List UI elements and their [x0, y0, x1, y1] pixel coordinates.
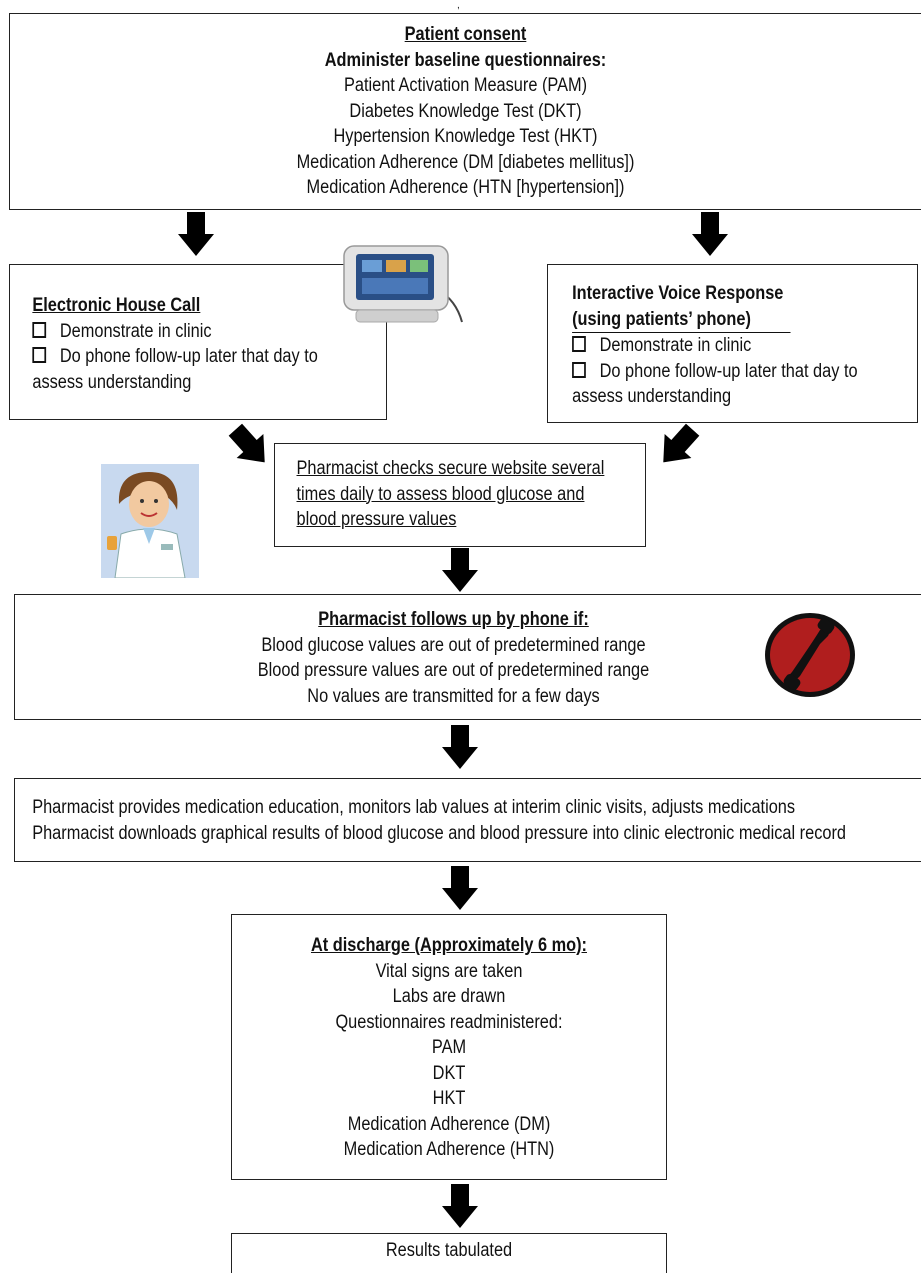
electronic-house-call-box: Electronic House Call Demonstrate in cli…	[9, 264, 387, 420]
website-check-box: Pharmacist checks secure website several…	[274, 443, 646, 547]
down-arrow-icon	[442, 866, 478, 910]
website-line: Pharmacist checks secure website several	[296, 458, 605, 479]
website-line: times daily to assess blood glucose and	[296, 483, 585, 505]
discharge-item: Labs are drawn	[392, 986, 506, 1007]
ehc-item: Demonstrate in clinic	[32, 319, 333, 345]
consent-title: Patient consent	[404, 24, 527, 45]
discharge-item: Medication Adherence (DM)	[347, 1113, 551, 1135]
checkbox-icon	[32, 321, 47, 338]
discharge-item: PAM	[431, 1037, 467, 1058]
red-telephone-icon	[765, 613, 855, 697]
questionnaire-item: Medication Adherence (HTN [hypertension]…	[306, 177, 625, 198]
pharmacist-illustration	[101, 464, 199, 578]
followup-title: Pharmacist follows up by phone if:	[318, 609, 589, 630]
questionnaire-item: Hypertension Knowledge Test (HKT)	[333, 126, 598, 147]
questionnaire-item: Medication Adherence (DM [diabetes melli…	[296, 151, 635, 173]
down-arrow-icon	[663, 423, 700, 463]
results-box: Results tabulated	[231, 1233, 667, 1273]
followup-item: Blood pressure values are out of predete…	[257, 660, 650, 681]
ehc-item: Do phone follow-up later that day to	[32, 344, 333, 370]
education-line: Pharmacist provides medication education…	[32, 797, 796, 818]
ivr-item-continuation: assess understanding	[572, 386, 732, 407]
checkbox-icon	[572, 361, 586, 378]
consent-box: Patient consent Administer baseline ques…	[9, 13, 921, 210]
ivr-item: Do phone follow-up later that day to	[572, 359, 865, 385]
discharge-item: HKT	[432, 1088, 466, 1109]
checkbox-icon	[572, 336, 586, 352]
checkbox-icon	[32, 347, 47, 363]
ivr-item: Demonstrate in clinic	[572, 333, 865, 359]
down-arrow-icon	[442, 1184, 478, 1228]
telemonitor-device-icon	[343, 245, 463, 323]
down-arrow-icon	[442, 548, 478, 592]
ivr-title: Interactive Voice Response	[572, 283, 784, 304]
results-label: Results tabulated	[385, 1240, 513, 1261]
questionnaire-item: Diabetes Knowledge Test (DKT)	[349, 100, 582, 122]
down-arrow-icon	[228, 423, 265, 463]
discharge-box: At discharge (Approximately 6 mo): Vital…	[231, 914, 667, 1180]
ehc-title: Electronic House Call	[32, 295, 201, 316]
followup-item: No values are transmitted for a few days	[307, 685, 600, 707]
discharge-item: Vital signs are taken	[375, 960, 523, 982]
discharge-item: Questionnaires readministered:	[335, 1011, 563, 1033]
website-line: blood pressure values	[296, 509, 457, 530]
discharge-title: At discharge (Approximately 6 mo):	[310, 935, 588, 956]
education-box: Pharmacist provides medication education…	[14, 778, 921, 862]
discharge-item: Medication Adherence (HTN)	[343, 1139, 555, 1160]
ivr-subtitle: (using patients’ phone)	[572, 307, 791, 333]
discharge-item: DKT	[432, 1062, 466, 1084]
followup-item: Blood glucose values are out of predeter…	[261, 634, 646, 656]
down-arrow-icon	[692, 212, 728, 256]
down-arrow-icon	[178, 212, 214, 256]
education-line: Pharmacist downloads graphical results o…	[32, 822, 847, 844]
interactive-voice-response-box: Interactive Voice Response (using patien…	[547, 264, 918, 423]
top-tick-mark: ,	[457, 0, 460, 11]
ehc-item-continuation: assess understanding	[32, 371, 192, 393]
questionnaire-item: Patient Activation Measure (PAM)	[343, 75, 588, 96]
baseline-subtitle: Administer baseline questionnaires:	[324, 49, 607, 71]
down-arrow-icon	[442, 725, 478, 769]
